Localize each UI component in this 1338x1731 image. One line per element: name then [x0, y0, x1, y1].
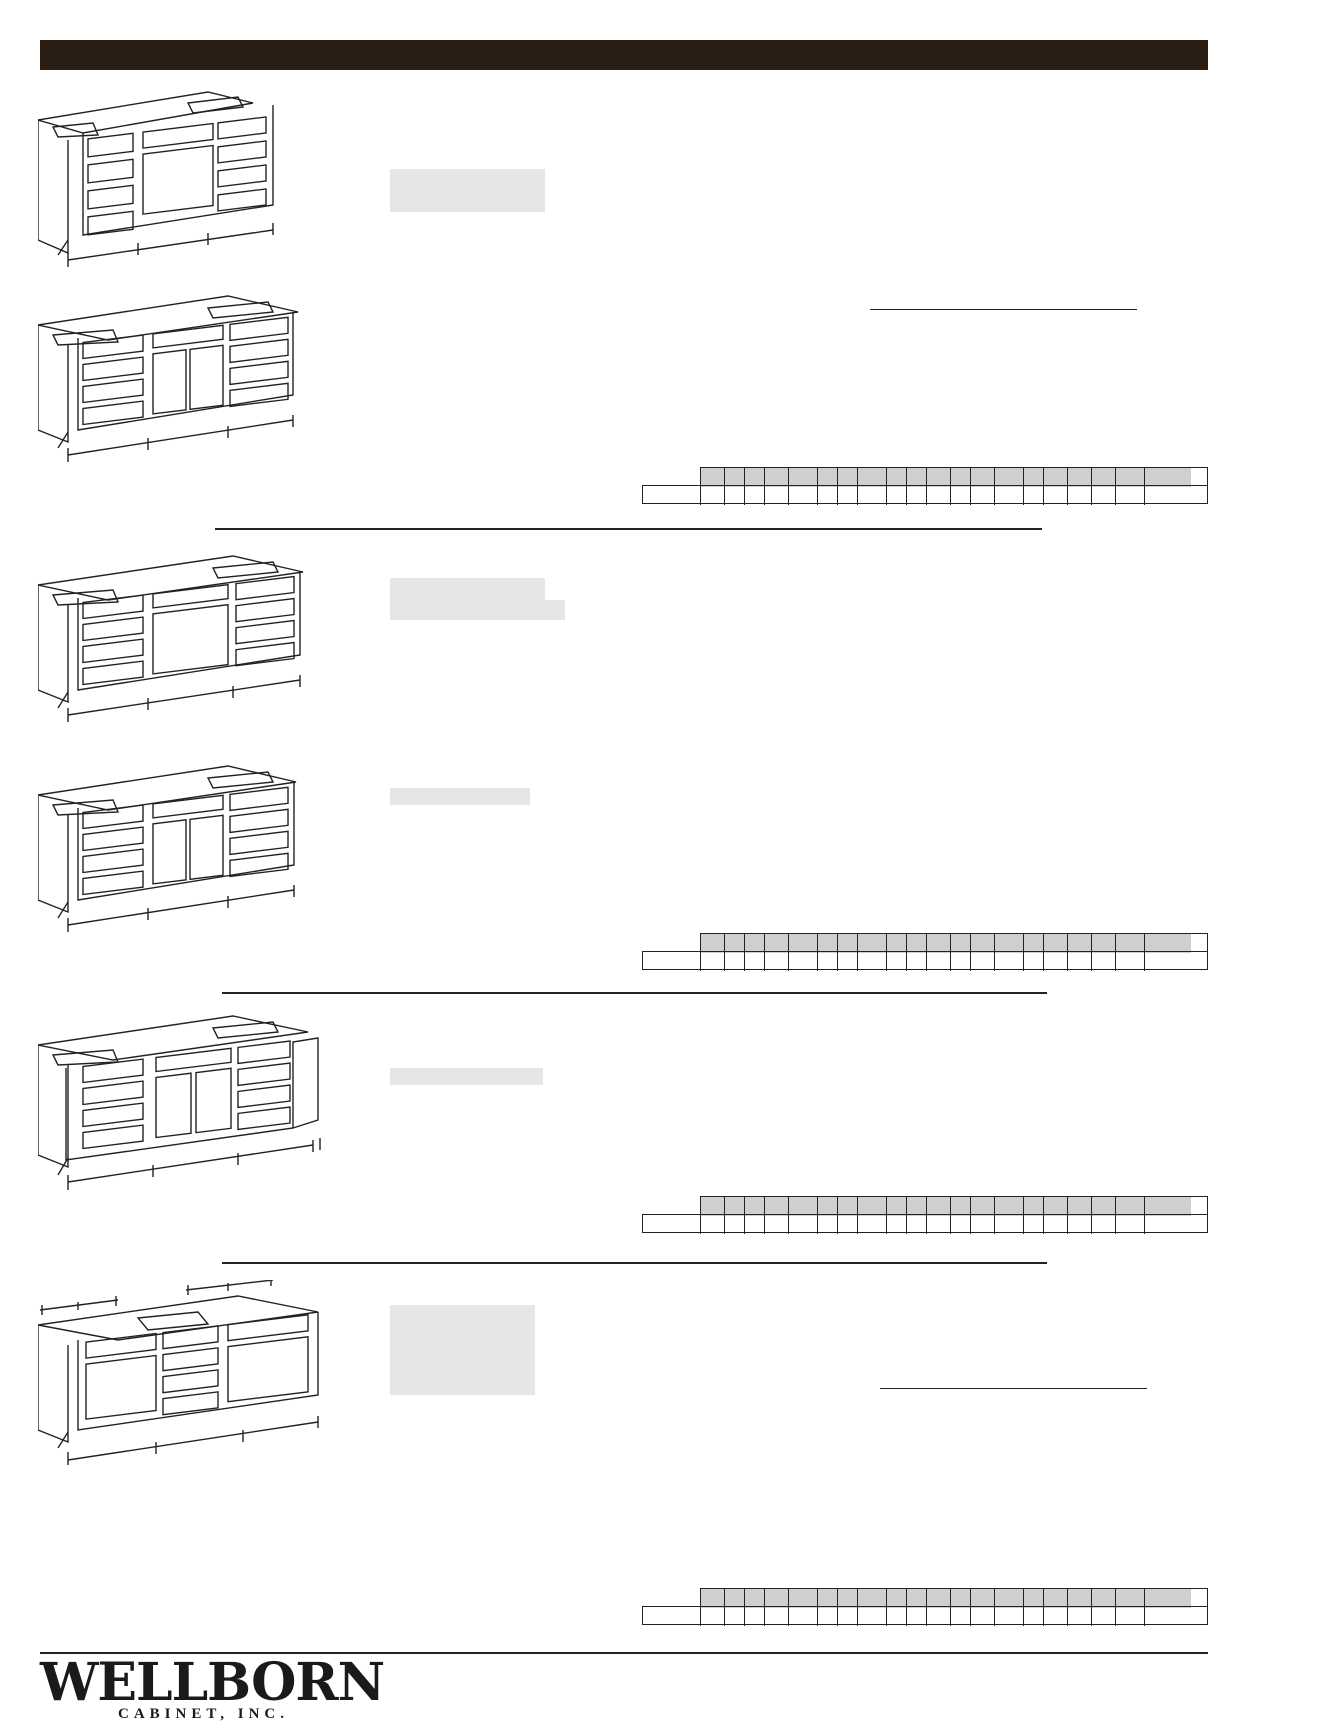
spec-grid — [642, 1196, 1208, 1234]
spec-grid — [642, 467, 1208, 505]
vanity-cabinet-drawing — [38, 1015, 321, 1190]
brand-name: WELLBORN — [40, 1652, 385, 1713]
section-divider — [222, 1262, 1047, 1264]
vanity-cabinet-drawing — [38, 91, 274, 267]
label-placeholder — [390, 169, 545, 212]
header-bar — [40, 40, 1208, 70]
label-placeholder — [390, 1305, 535, 1395]
vanity-cabinet-drawing — [38, 555, 304, 722]
footer-rule — [40, 1652, 1208, 1654]
spec-grid — [642, 1588, 1208, 1626]
underline — [870, 309, 1137, 310]
underline — [880, 1388, 1147, 1389]
vanity-cabinet-drawing — [38, 295, 299, 462]
vanity-cabinet-drawing — [38, 1280, 319, 1465]
section-divider — [222, 992, 1047, 994]
section-divider — [215, 528, 1042, 530]
label-placeholder — [390, 578, 545, 601]
label-placeholder — [390, 788, 530, 805]
spec-grid — [642, 933, 1208, 971]
brand-logo: WELLBORN CABINET, INC. — [40, 1652, 385, 1723]
label-placeholder — [390, 1068, 543, 1085]
brand-subtitle: CABINET, INC. — [118, 1706, 289, 1722]
label-placeholder — [390, 600, 565, 620]
vanity-cabinet-drawing — [38, 765, 297, 932]
